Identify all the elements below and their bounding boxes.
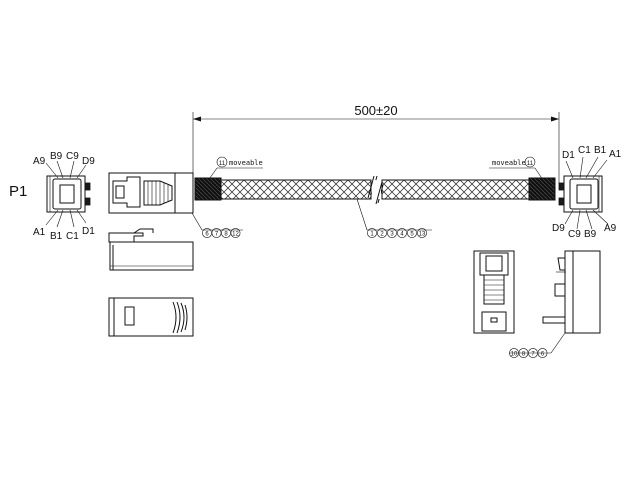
right-cable-boot: [528, 177, 556, 201]
callout-balloon: [387, 228, 397, 238]
callout-balloon-number: 1: [370, 231, 374, 237]
callout-balloon: [211, 228, 222, 238]
right-pin-d9: D9: [552, 223, 565, 234]
left-pin-c9: C9: [66, 151, 79, 162]
overall-length-dimension: 500±20: [192, 103, 560, 183]
callout-balloon-number: 8: [522, 351, 526, 357]
callout-balloon-number: 13: [419, 231, 426, 237]
callout-balloon: [367, 228, 377, 238]
callout-balloon: [397, 228, 407, 238]
length-dimension-label: 500±20: [354, 103, 397, 118]
left-pin-b1: B1: [50, 231, 63, 242]
callout-balloon-number: 7: [215, 231, 219, 237]
left-connector-bottom-view: [108, 297, 194, 337]
left-pin-a1: A1: [33, 227, 46, 238]
callout-balloon-number: 6: [541, 351, 545, 357]
right-pin-d1: D1: [562, 150, 575, 161]
callout-balloon: [202, 228, 212, 238]
left-pin-b9: B9: [50, 151, 63, 162]
right-connector-front-view: [473, 250, 515, 334]
right-connector-side-view: [542, 250, 601, 334]
callout-balloon: [221, 228, 231, 238]
left-connector-side-view: [108, 172, 194, 214]
left-pin-a9: A9: [33, 156, 46, 167]
callout-balloon: [230, 228, 241, 238]
left-connector-top-view: [108, 228, 194, 271]
callout-balloon-number: 7: [531, 351, 535, 357]
left-pin-c1: C1: [66, 231, 79, 242]
callout-balloon: [509, 348, 519, 358]
connector-label-p1: P1: [9, 183, 27, 200]
cable-braid: [220, 175, 530, 205]
right-pin-c9: C9: [568, 229, 581, 240]
right-pin-a1: A1: [609, 149, 622, 160]
callout-balloon-number: 10: [511, 351, 518, 357]
left-pin-d9: D9: [82, 156, 95, 167]
callout-balloon-number: 3: [390, 231, 394, 237]
svg-text:11: 11: [527, 161, 534, 167]
callout-balloon-number: 8: [224, 231, 228, 237]
right-connector-face-view: D1 C1 B1 A1 D9 C9 B9 A9: [552, 145, 622, 240]
left-connector-face-view: A9 B9 C9 D9 A1 B1 C1 D1: [33, 151, 95, 242]
callout-balloon-number: 12: [232, 231, 239, 237]
right-moveable-label: moveable: [492, 159, 526, 167]
left-pin-d1: D1: [82, 226, 95, 237]
callout-balloon-number: 2: [380, 231, 384, 237]
callout-balloon: [537, 348, 548, 358]
right-pin-b9: B9: [584, 229, 597, 240]
right-pin-c1: C1: [578, 145, 591, 156]
right-moveable-callout: moveable 11: [489, 156, 544, 181]
callout-balloon: [407, 228, 417, 238]
left-cable-boot: [194, 177, 222, 201]
svg-text:11: 11: [219, 161, 226, 167]
callout-balloon-number: 6: [205, 231, 209, 237]
callout-balloon: [377, 228, 387, 238]
right-pin-b1: B1: [594, 145, 607, 156]
callout-balloon-number: 4: [400, 231, 404, 237]
left-moveable-label: moveable: [229, 159, 263, 167]
callout-balloon-number: 5: [410, 231, 414, 237]
callout-balloon: [417, 228, 427, 238]
right-pin-a9: A9: [604, 223, 617, 234]
